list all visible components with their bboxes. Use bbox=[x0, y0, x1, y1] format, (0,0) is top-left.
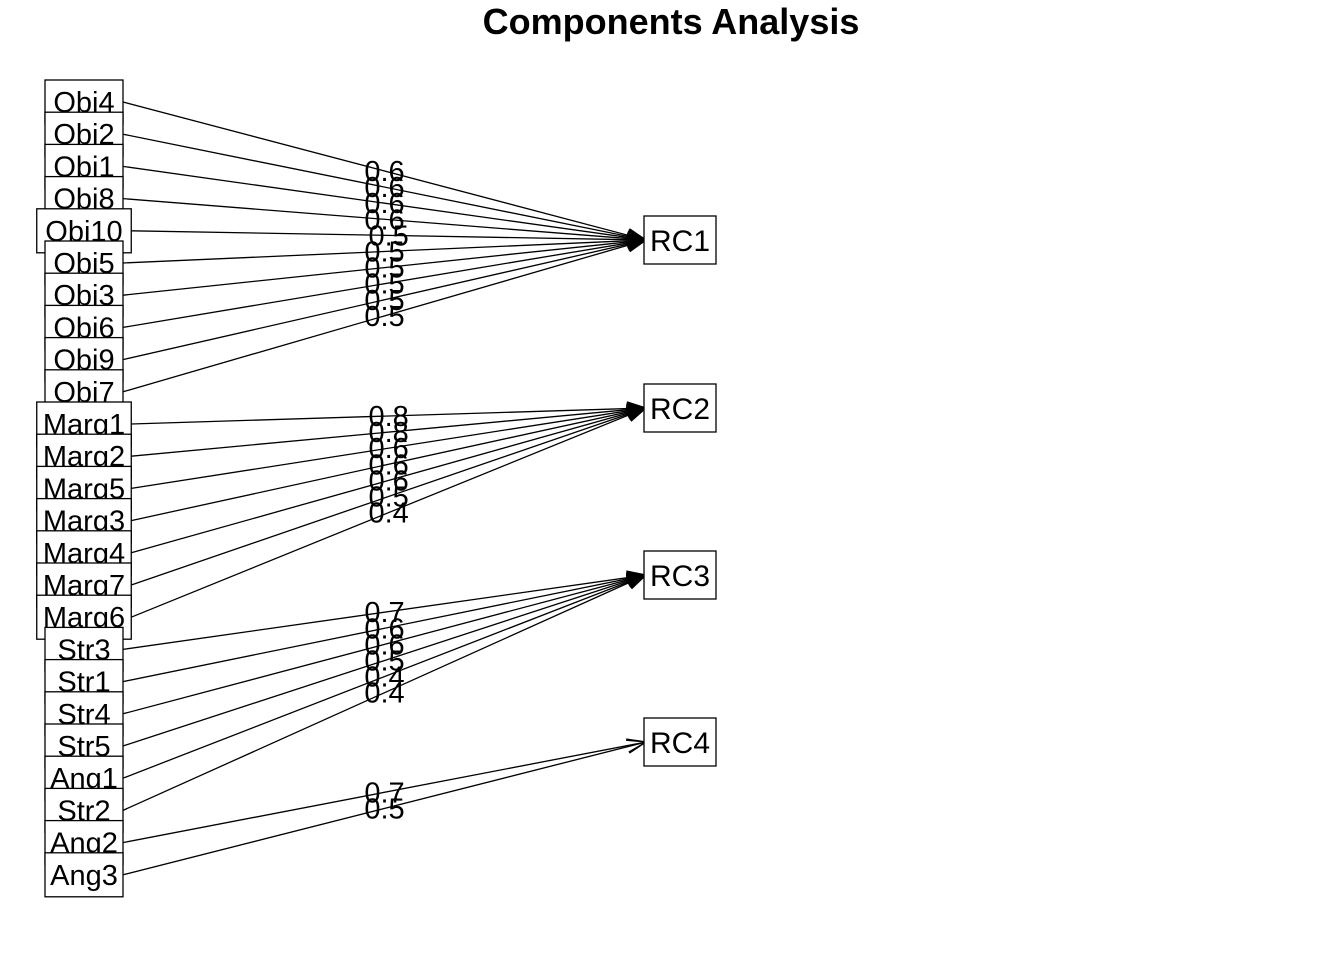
loading-label-marg4: 0.6 bbox=[368, 465, 408, 497]
loading-label-obj10: 0.5 bbox=[368, 220, 408, 252]
edge-ang2-rc4 bbox=[122, 741, 647, 844]
loading-edges bbox=[122, 101, 648, 876]
edge-obj5-rc1 bbox=[122, 239, 647, 264]
edge-marg3-rc2 bbox=[131, 407, 647, 522]
loading-label-obj5: 0.5 bbox=[364, 237, 404, 269]
loading-label-str4: 0.6 bbox=[364, 629, 404, 661]
loading-label-obj3: 0.5 bbox=[364, 253, 404, 285]
edge-ang1-rc3 bbox=[122, 574, 647, 779]
factor-box-rc2 bbox=[643, 383, 717, 433]
factor-box-rc1 bbox=[643, 215, 717, 265]
factor-label-rc1: RC1 bbox=[650, 225, 710, 258]
loading-label-marg7: 0.5 bbox=[368, 482, 408, 514]
edge-marg4-rc2 bbox=[131, 407, 647, 554]
loading-label-marg2: 0.8 bbox=[368, 417, 408, 449]
loading-label-obj6: 0.5 bbox=[364, 269, 404, 301]
edge-obj1-rc1 bbox=[122, 165, 647, 241]
diagram-title: Components Analysis bbox=[483, 1, 860, 42]
edge-marg2-rc2 bbox=[131, 407, 647, 457]
loading-label-str1: 0.6 bbox=[364, 613, 404, 645]
loading-label-ang1: 0.4 bbox=[364, 662, 404, 694]
loading-label-obj2: 0.6 bbox=[364, 172, 404, 204]
loading-label-obj7: 0.5 bbox=[364, 301, 404, 333]
var-box-ang3 bbox=[44, 852, 124, 898]
loading-label-obj8: 0.6 bbox=[364, 204, 404, 236]
edge-obj9-rc1 bbox=[122, 239, 647, 361]
loading-label-str3: 0.7 bbox=[364, 597, 404, 629]
edge-str5-rc3 bbox=[122, 574, 647, 747]
factor-label-rc3: RC3 bbox=[650, 560, 710, 593]
loading-label-ang3: 0.5 bbox=[364, 793, 404, 825]
loading-label-str2: 0.4 bbox=[364, 678, 404, 710]
edge-obj8-rc1 bbox=[122, 197, 647, 241]
edge-str4-rc3 bbox=[122, 574, 647, 715]
loading-label-marg3: 0.6 bbox=[368, 449, 408, 481]
variable-nodes: Obj4Obj2Obj1Obj8Obj10Obj5Obj3Obj6Obj9Obj… bbox=[36, 79, 132, 898]
loading-label-obj1: 0.6 bbox=[364, 188, 404, 220]
loading-label-obj9: 0.5 bbox=[364, 285, 404, 317]
edge-ang3-rc4 bbox=[122, 741, 647, 876]
factor-box-rc3 bbox=[643, 550, 717, 600]
loading-label-obj4: 0.6 bbox=[364, 156, 404, 188]
edge-obj2-rc1 bbox=[122, 133, 647, 241]
loading-labels: 0.60.60.60.60.50.50.50.50.50.50.80.80.60… bbox=[364, 156, 408, 825]
edge-str2-rc3 bbox=[122, 574, 647, 811]
loading-label-marg6: 0.4 bbox=[368, 498, 408, 530]
edge-str1-rc3 bbox=[122, 574, 647, 683]
edge-marg7-rc2 bbox=[131, 407, 647, 586]
loading-label-marg5: 0.6 bbox=[368, 433, 408, 465]
edge-obj4-rc1 bbox=[122, 101, 647, 241]
loading-label-str5: 0.5 bbox=[364, 646, 404, 678]
edge-obj6-rc1 bbox=[122, 239, 647, 329]
edge-marg6-rc2 bbox=[131, 407, 647, 618]
edge-obj7-rc1 bbox=[122, 239, 647, 393]
var-label-ang3: Ang3 bbox=[50, 860, 118, 892]
edge-obj10-rc1 bbox=[131, 230, 647, 241]
factor-label-rc4: RC4 bbox=[650, 727, 710, 760]
loading-label-ang2: 0.7 bbox=[364, 777, 404, 809]
loading-label-marg1: 0.8 bbox=[368, 401, 408, 433]
edge-marg5-rc2 bbox=[131, 407, 647, 490]
edge-marg1-rc2 bbox=[131, 407, 647, 425]
edge-str3-rc3 bbox=[122, 574, 647, 651]
factor-label-rc2: RC2 bbox=[650, 393, 710, 426]
factor-box-rc4 bbox=[643, 717, 717, 767]
edge-obj3-rc1 bbox=[122, 239, 647, 296]
